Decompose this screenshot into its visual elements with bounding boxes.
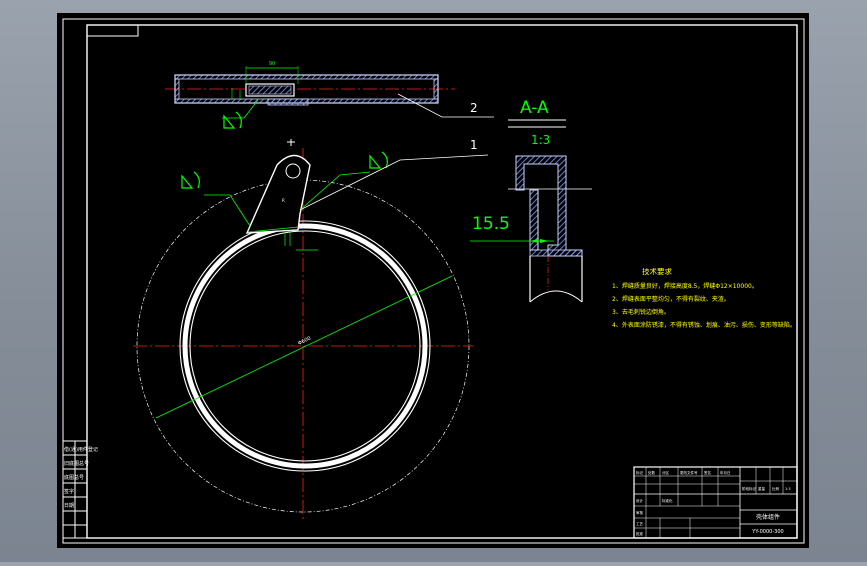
balloon-2: 2 [470,101,478,115]
tb-cell-14: 批准 [636,531,644,536]
note-item-3: 3、去毛刺锐边倒角。 [612,308,670,316]
tb-cell-6: 设计 [636,498,644,503]
title-block: 标记 处数 分区 更改文件号 签名 年月日 设计 标准化 阶段标记 重量 比例 … [633,466,798,539]
tb-cell-0: 标记 [636,470,644,475]
section-a-a-view: A-A 1:3 15.5 [470,98,592,303]
inner-frame [86,24,798,539]
lifting-lug [245,154,311,234]
tb-cell-8: 阶段标记 [742,486,756,491]
tb-cell-13: 工艺 [636,521,644,526]
tb-cell-7: 标准化 [662,498,673,503]
drawing-code: YY-0000-300 [751,529,783,535]
top-section-view: 90 2 [165,61,494,129]
tb-cell-5: 年月日 [720,470,731,475]
note-item-2: 2、焊缝表面平整均匀，不得有裂纹、夹渣。 [612,295,730,303]
section-scale: 1:3 [531,133,550,147]
diameter-dim-line [155,275,453,419]
weld-symbol-icon [223,114,236,129]
weld-symbol-icon-left [181,174,194,189]
top-width-dim: 90 [269,61,275,67]
note-item-4: 4、外表面涂防锈漆，不得有锈蚀、划痕、油污、损伤、变形等缺陷。 [612,321,796,329]
tb-cell-9: 重量 [758,486,766,491]
drawing-name: 壳体组件 [756,513,780,521]
drawing-sheet [57,13,809,548]
notes-title: 技术要求 [642,266,672,276]
section-label: A-A [520,98,549,118]
balloon-1: 1 [470,138,478,152]
strip-label-3: 签字 [64,488,74,495]
outer-frame [62,18,805,544]
tb-cell-12: 审核 [636,510,644,515]
left-revision-strip: 借(通)用件登记 旧底图总号 底图总号 签字 日期 [62,440,98,539]
tb-cell-1: 处数 [648,470,656,475]
strip-label-0: 借(通)用件登记 [64,446,98,453]
note-item-1: 1、焊缝质量良好，焊接高度8.5，焊缝Φ12×10000。 [612,282,758,290]
tb-cell-2: 分区 [662,470,670,475]
strip-label-4: 日期 [64,503,74,509]
lug-hole [285,163,301,179]
technical-notes: 技术要求 1、焊缝质量良好，焊接高度8.5，焊缝Φ12×10000。 2、焊缝表… [612,266,796,329]
tb-cell-10: 比例 [772,486,780,491]
svg-text:R: R [282,198,285,203]
tb-cell-11: 1:3 [785,487,791,491]
front-ring-view: Φ600 R 1 [133,138,489,520]
tb-cell-4: 签名 [704,470,711,475]
tb-cell-3: 更改文件号 [680,470,698,475]
weld-symbol-icon-right [369,154,382,169]
strip-label-1: 旧底图总号 [64,460,89,467]
corner-code-box [86,24,139,37]
diameter-dim: Φ600 [297,335,312,346]
section-dimension: 15.5 [472,214,510,234]
strip-label-2: 底图总号 [64,474,84,481]
